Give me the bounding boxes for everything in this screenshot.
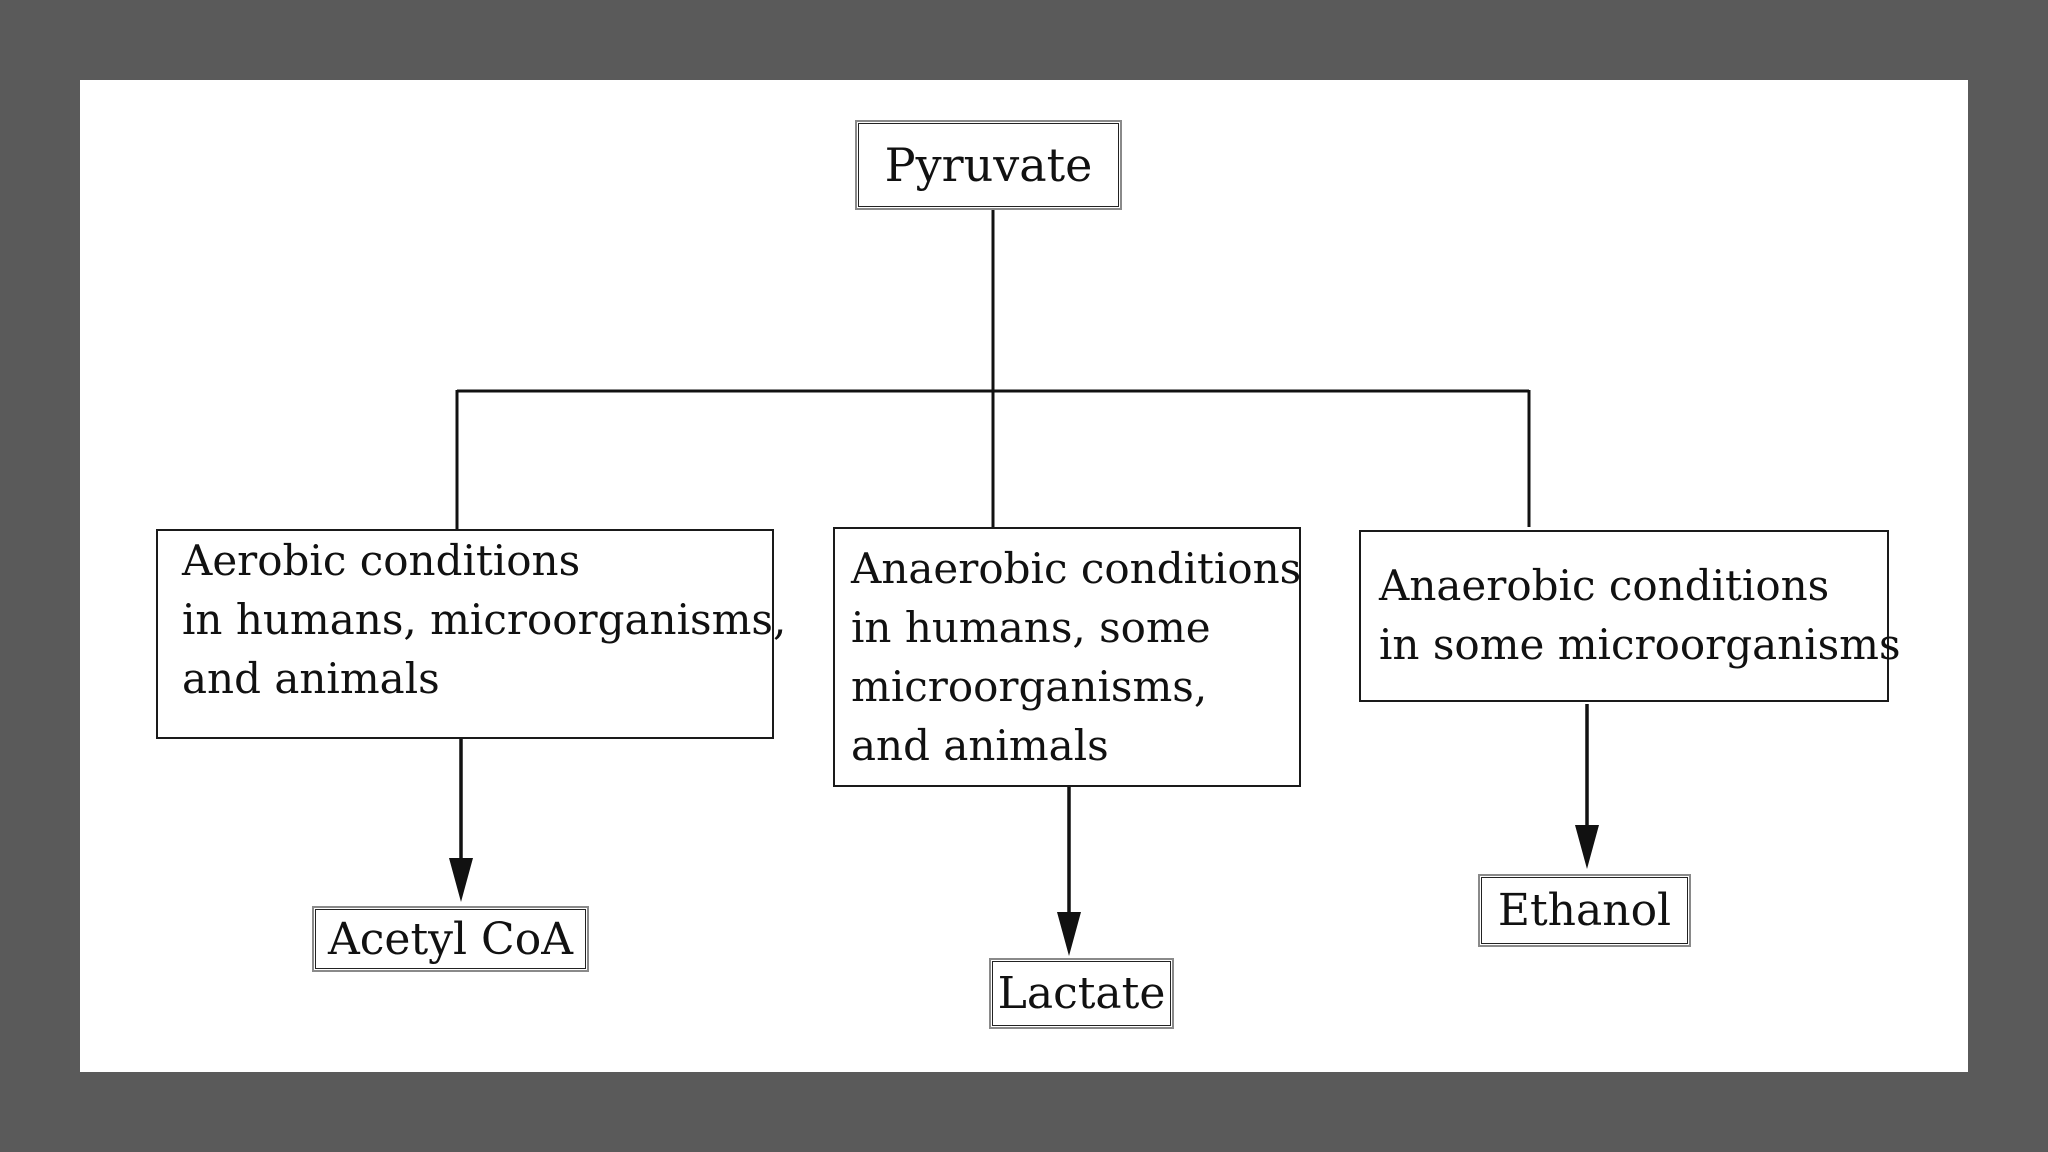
anaerobic-micro-conditions-line-2: in some microorganisms [1379,620,1901,669]
arrowhead-acetyl-coa [449,858,473,902]
aerobic-conditions-line-3: and animals [182,654,440,703]
anaerobic-micro-conditions-line-1: Anaerobic conditions [1379,561,1830,610]
pyruvate-box: Pyruvate [855,120,1122,210]
lactate-label: Lactate [997,968,1166,1019]
anaerobic-human-conditions-line-2: in humans, some [851,603,1211,652]
arrowhead-lactate [1057,912,1081,956]
aerobic-conditions-line-1: Aerobic conditions [182,536,581,585]
acetyl-coa-box: Acetyl CoA [312,906,589,972]
aerobic-conditions-box: Aerobic conditions in humans, microorgan… [156,529,787,739]
ethanol-box: Ethanol [1478,874,1691,947]
anaerobic-human-conditions-line-3: microorganisms, [851,662,1208,711]
anaerobic-micro-conditions-box: Anaerobic conditions in some microorgani… [1359,530,1901,702]
anaerobic-human-conditions-line-1: Anaerobic conditions [851,544,1302,593]
arrowhead-ethanol [1575,825,1599,869]
anaerobic-human-conditions-box: Anaerobic conditions in humans, some mic… [833,527,1301,787]
anaerobic-human-conditions-line-4: and animals [851,721,1109,770]
acetyl-coa-label: Acetyl CoA [328,913,573,965]
lactate-box: Lactate [989,958,1174,1029]
aerobic-conditions-line-2: in humans, microorganisms, [182,595,787,644]
pyruvate-label: Pyruvate [884,138,1093,192]
ethanol-label: Ethanol [1497,885,1672,936]
